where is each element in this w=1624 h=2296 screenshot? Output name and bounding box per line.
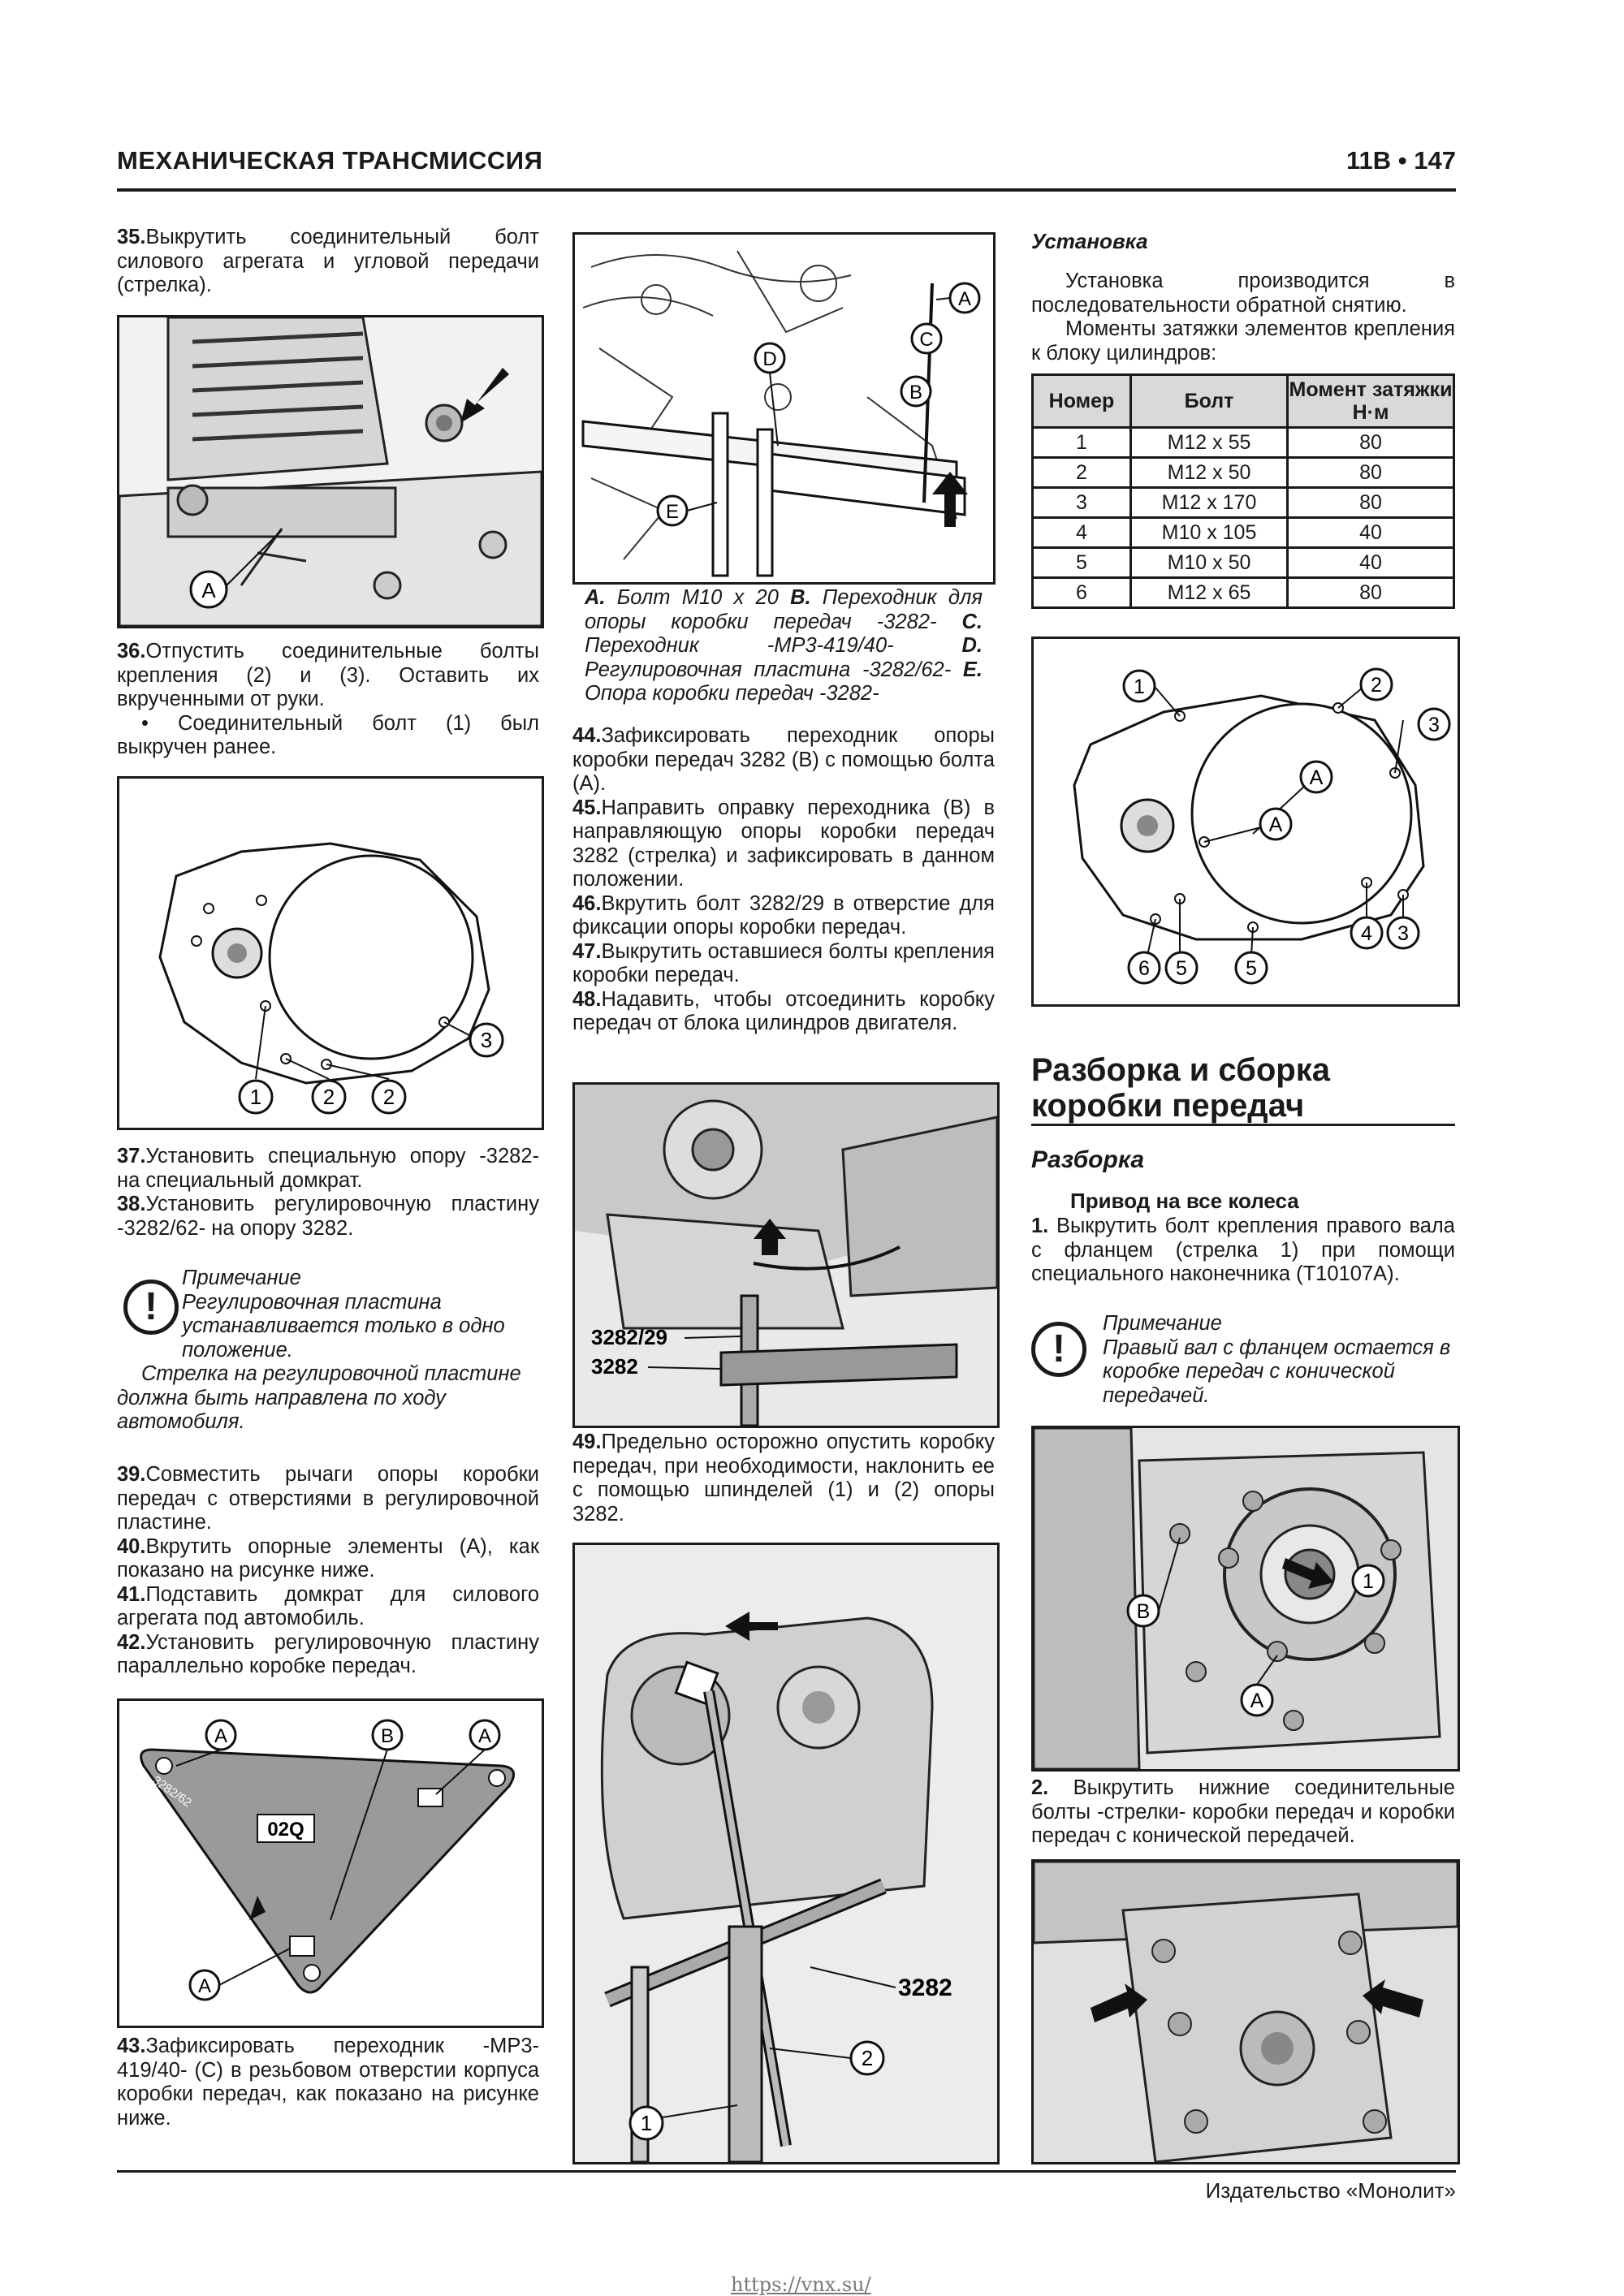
fig4-label-c: C [919,329,933,351]
fig4-label-d: D [762,348,776,370]
watermark-url-link[interactable]: https://vnx.su/ [731,2273,871,2296]
figure-flange-bolt: 1 B A [1031,1426,1460,1772]
fig3-label-a2: A [478,1725,491,1747]
plate-mark-text: 02Q [267,1819,304,1841]
disassembly-step-2: 2. Выкрутить нижние соединительные болты… [1031,1776,1455,1847]
step-43: 43.Зафиксировать переходник -MP3-419/40-… [117,2035,539,2130]
adjusting-plate-drawing: 02Q 3282/62 A B A A [119,1701,542,2026]
figure-adjusting-plate: 02Q 3282/62 A B A A [117,1698,544,2028]
steps-37-38: 37.Установить специальную опору -3282- н… [117,1145,539,1240]
fig7-label-6: 6 [1138,957,1150,980]
note-adjusting-plate: ! Примечание Регулировочная пластина уст… [117,1267,521,1433]
torque-header-bolt: Болт [1129,373,1289,429]
fig2-label-1: 1 [250,1085,261,1109]
running-header-title: МЕХАНИЧЕСКАЯ ТРАНСМИССИЯ [117,146,543,175]
warning-exclamation-icon: ! [123,1280,179,1335]
fig3-label-b: B [381,1725,394,1747]
section-rule [1031,1124,1455,1126]
support-adapter-drawing: A C B D E [575,235,993,582]
step-49: 49.Предельно осторожно опустить коробку … [572,1431,995,1526]
fig4-label-e: E [666,501,679,523]
figure-bolt-angle-drive: A [117,315,544,628]
install-text: Установка производится в последовательно… [1031,270,1455,365]
section-title: Разборка и сборка коробки передач [1031,1052,1330,1124]
fig2-label-3: 3 [481,1028,492,1052]
figure-support-adapter: A C B D E [572,232,996,585]
note-flange-shaft: ! Примечание Правый вал с фланцем остает… [1031,1312,1455,1408]
figure-lowering-gearbox: 3282 2 1 [572,1543,1000,2164]
fig7-label-4: 4 [1361,922,1372,945]
bellhousing-drawing-1: 1 2 2 3 [119,779,542,1128]
fig1-label-a: A [201,578,216,602]
fig6-label-3282: 3282 [898,1974,952,2001]
fig2-label-2b: 2 [383,1085,395,1109]
disassembly-step-1: 1. Выкрутить болт крепления правого вала… [1031,1215,1455,1285]
figure-bolt-positions: 1 2 3 A A 4 3 6 5 5 [1031,637,1460,1007]
figure-caption-support: A. Болт M10 x 20 B. Переходник для опоры… [585,586,983,705]
torque-header-moment: Момент затяжки Н·м [1286,373,1455,429]
fig5-label-3282-29: 3282/29 [591,1325,667,1349]
fig6-label-2: 2 [862,2046,873,2070]
fig6-label-1: 1 [641,2111,652,2135]
publisher-name: Издательство «Монолит» [1205,2178,1456,2203]
fig4-label-a: A [958,288,971,310]
fig4-label-b: B [909,382,922,404]
fig7-label-5b: 5 [1246,957,1257,980]
warning-exclamation-icon: ! [1031,1322,1086,1377]
gearbox-photo-3: 1 B A [1034,1428,1458,1769]
header-rule [117,188,1456,192]
page-number: 11В • 147 [1346,146,1456,175]
install-heading: Установка [1031,229,1148,253]
footer-rule [117,2170,1456,2173]
fig7-label-a2: A [1269,814,1283,836]
fig7-label-3b: 3 [1397,922,1409,945]
gearbox-photo-2: 3282 2 1 [575,1545,997,2162]
fig3-label-a1: A [214,1725,227,1747]
fig8-label-1: 1 [1363,1570,1374,1593]
figure-lower-bolts [1031,1859,1460,2164]
fig8-label-b: B [1137,1600,1151,1623]
engine-photo-1: A [119,317,542,626]
small-title: Привод на все колеса [1070,1189,1299,1213]
bellhousing-drawing-2: 1 2 3 A A 4 3 6 5 5 [1034,639,1458,1004]
subsection-title: Разборка [1031,1146,1145,1173]
fig3-label-a3: A [198,1975,211,1997]
torque-header-number: Номер [1031,373,1132,429]
fig7-label-a1: A [1310,766,1324,789]
fig7-label-1: 1 [1134,675,1145,698]
fig8-label-a: A [1250,1690,1264,1712]
figure-bolt-3282-29: 3282/29 3282 [572,1082,1000,1428]
figure-bellhousing-bolts: 1 2 2 3 [117,776,544,1130]
fig7-label-5a: 5 [1176,957,1187,980]
steps-44-48: 44.Зафиксировать переходник опоры коробк… [572,724,995,1034]
gearbox-photo-1: 3282/29 3282 [575,1085,997,1426]
step-36: 36.Отпустить соединительные болты крепле… [117,640,539,758]
step-35: 35.Выкрутить соединительный болт силовог… [117,226,539,296]
fig5-label-3282: 3282 [591,1354,638,1379]
fig7-label-3a: 3 [1428,714,1440,736]
steps-39-42: 39.Совместить рычаги опоры коробки перед… [117,1463,539,1677]
fig7-label-2: 2 [1371,674,1382,697]
gearbox-photo-4 [1034,1862,1458,2162]
fig2-label-2a: 2 [323,1085,335,1109]
